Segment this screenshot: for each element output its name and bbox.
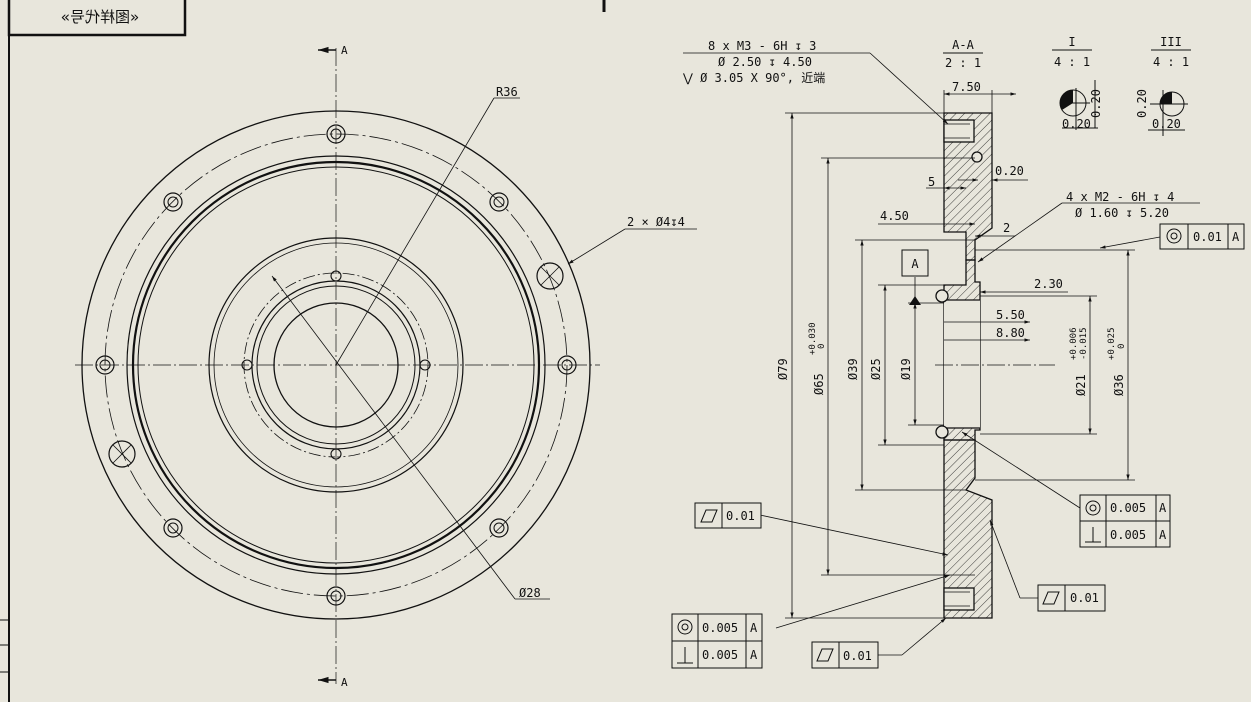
frame-value: 0.005 (702, 648, 738, 662)
detail-iii-title: III (1160, 35, 1182, 49)
frame-value: 0.01 (1070, 591, 1099, 605)
frame-value: 0.005 (702, 621, 738, 635)
dim-5: 5 (928, 175, 935, 189)
detail-iii-dim-v: 0.20 (1135, 89, 1149, 118)
thread-note2-line2: Ø 1.60 ↧ 5.20 (1075, 206, 1169, 220)
frame-value: 0.01 (726, 509, 755, 523)
runout-icon (1166, 228, 1182, 244)
flatness-icon (700, 509, 718, 523)
detail-iii-scale: 4 : 1 (1153, 55, 1189, 69)
frame-datum: A (1232, 230, 1240, 244)
dim-7-50: 7.50 (952, 80, 981, 94)
front-view (75, 46, 697, 684)
section-marker-top: A (341, 44, 348, 57)
radius-label: R36 (496, 85, 518, 99)
section-marker-bottom: A (341, 676, 348, 689)
tolerance-frame-flatness: 0.01 (694, 502, 762, 529)
dim-4-50: 4.50 (880, 209, 909, 223)
title-block-text: «图样代号» (61, 8, 139, 26)
dim-5-50: 5.50 (996, 308, 1025, 322)
concentricity-icon (1085, 500, 1101, 516)
detail-i-dim-v: 0.20 (1089, 89, 1103, 118)
dim-dia21-tol-upper: +0.006 (1069, 327, 1079, 360)
bolt-holes (95, 124, 577, 606)
dim-dia36: Ø36 (1112, 374, 1126, 396)
section-body (935, 112, 993, 619)
frame-value: 0.01 (843, 649, 872, 663)
section-view-texts: 8 x M3 - 6H ↧ 3 Ø 2.50 ↧ 4.50 ⋁ Ø 3.05 X… (682, 39, 1174, 396)
tolerance-frame-flatness: 0.01 (1037, 584, 1106, 612)
title-block: «图样代号» (7, 0, 187, 37)
flatness-icon (816, 648, 834, 662)
dim-dia39: Ø39 (846, 358, 860, 380)
pin-holes (108, 262, 564, 468)
frame-datum: A (750, 648, 758, 662)
frame-datum: A (1159, 528, 1167, 542)
dim-dia21: Ø21 (1074, 374, 1088, 396)
tolerance-frame-perpendicularity: 0.005 A (671, 640, 763, 669)
tolerance-frame-concentricity: 0.005 A (1079, 494, 1171, 522)
thread-note2-line1: 4 x M2 - 6H ↧ 4 (1066, 190, 1174, 204)
dim-dia79: Ø79 (776, 358, 790, 380)
detail-i-title: I (1068, 35, 1075, 49)
thread-note-line1: 8 x M3 - 6H ↧ 3 (708, 39, 816, 53)
section-title: A-A (952, 38, 974, 52)
dim-2: 2 (1003, 221, 1010, 235)
frame-datum: A (750, 621, 758, 635)
detail-i: I 4 : 1 0.20 0.20 (1052, 35, 1103, 131)
dim-8-80: 8.80 (996, 326, 1025, 340)
tolerance-frame-perpendicularity: 0.005 A (1079, 520, 1171, 548)
detail-i-scale: 4 : 1 (1054, 55, 1090, 69)
section-dimension-lines (683, 52, 1200, 656)
detail-iii: III 4 : 1 0.20 0.20 (1135, 35, 1191, 136)
concentricity-icon (677, 619, 693, 635)
detail-iii-dim-h: 0.20 (1152, 117, 1181, 131)
frame-value: 0.005 (1110, 528, 1146, 542)
diameter-28-label: Ø28 (519, 586, 541, 600)
tolerance-frame-concentricity: 0.005 A (671, 613, 763, 642)
dim-dia65: Ø65 (812, 373, 826, 395)
tolerance-frame-runout: 0.01 A (1159, 223, 1245, 250)
tolerance-frame-flatness: 0.01 (811, 641, 879, 669)
perpendicularity-icon (677, 647, 693, 664)
dim-dia65-tol-lower: 0 (817, 344, 827, 349)
hole-label: 2 × Ø4↧4 (627, 215, 685, 229)
flatness-icon (1042, 591, 1060, 605)
dim-dia25: Ø25 (869, 358, 883, 380)
datum-a-symbol: A (901, 249, 929, 305)
dim-dia21-tol-lower: -0.015 (1079, 327, 1089, 360)
dim-dia36-tol-lower: 0 (1117, 344, 1127, 349)
frame-value: 0.01 (1193, 230, 1222, 244)
thread-note-line3: ⋁ Ø 3.05 X 90°, 近端 (682, 71, 825, 85)
dim-0-20: 0.20 (995, 164, 1024, 178)
datum-label: A (911, 257, 919, 271)
front-view-labels: A A R36 2 × Ø4↧4 Ø28 (341, 44, 685, 689)
section-scale: 2 : 1 (945, 56, 981, 70)
dim-dia19: Ø19 (899, 358, 913, 380)
frame-value: 0.005 (1110, 501, 1146, 515)
small-holes (241, 270, 431, 460)
frame-datum: A (1159, 501, 1167, 515)
section-view-header: A-A 2 : 1 (943, 38, 983, 70)
detail-i-dim-h: 0.20 (1062, 117, 1091, 131)
dim-dia65-tol-upper: +0.030 (808, 322, 818, 355)
dim-dia36-tol-upper: +0.025 (1107, 327, 1117, 360)
thread-note-line2: Ø 2.50 ↧ 4.50 (718, 55, 812, 69)
tolerance-frames: 0.01 A 0.01 0.005 A 0.005 A (671, 223, 1245, 669)
dim-2-30: 2.30 (1034, 277, 1063, 291)
perpendicularity-icon (1085, 527, 1101, 543)
